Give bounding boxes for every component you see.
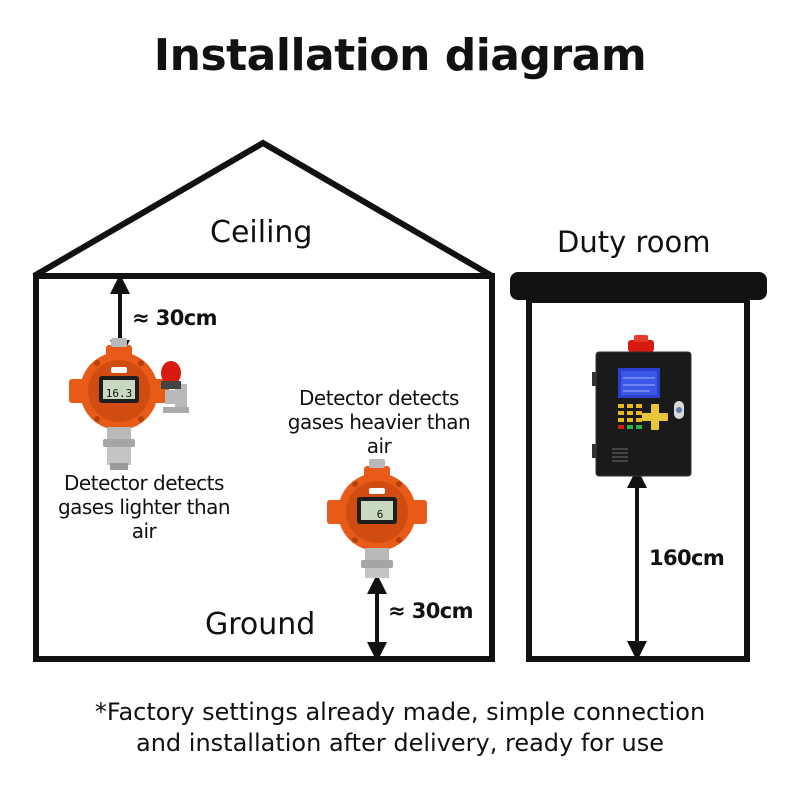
page-title: Installation diagram <box>153 30 647 81</box>
footer-note: *Factory settings already made, simple c… <box>0 697 800 759</box>
house-outline <box>32 139 495 662</box>
gas-alarm-controller <box>592 335 692 477</box>
gas-detector-lower <box>327 459 427 578</box>
ceiling-label: Ceiling <box>210 215 313 250</box>
light-gas-detector-description: Detector detects gases lighter than air <box>57 471 231 543</box>
gas-detector-upper <box>69 338 189 470</box>
mount-height-label: 160cm <box>649 546 725 570</box>
ground-distance-label: ≈ 30cm <box>388 599 473 623</box>
footer-line-1: *Factory settings already made, simple c… <box>94 698 706 726</box>
detector-upper-screen-text: 16.3 <box>106 387 133 400</box>
duty-room-label: Duty room <box>557 225 711 259</box>
footer-line-2: and installation after delivery, ready f… <box>136 729 664 757</box>
heavy-gas-detector-description: Detector detects gases heavier than air <box>287 386 471 458</box>
ceiling-distance-label: ≈ 30cm <box>132 306 217 330</box>
ground-label: Ground <box>205 607 316 642</box>
detector-lower-screen-text: 6 <box>377 508 384 521</box>
